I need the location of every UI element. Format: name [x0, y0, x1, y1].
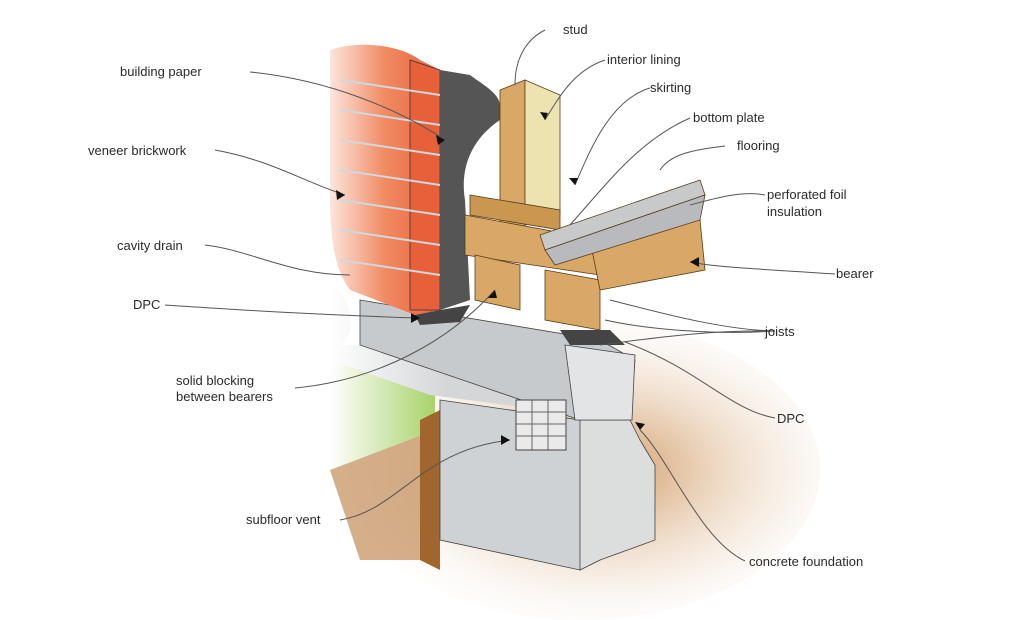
- label-subfloor-vent: subfloor vent: [246, 512, 321, 527]
- label-perforated-foil-1: perforated foil: [767, 187, 847, 202]
- label-stud: stud: [563, 22, 588, 37]
- veneer-brickwork: [330, 44, 441, 315]
- label-building-paper: building paper: [120, 64, 202, 79]
- dpc-right: [560, 330, 625, 345]
- arrowheads: [336, 112, 699, 445]
- label-interior-lining: interior lining: [607, 52, 681, 67]
- subfloor-vent: [515, 399, 567, 451]
- building-paper: [440, 70, 501, 310]
- label-joists: joists: [765, 324, 795, 339]
- label-bearer: bearer: [836, 266, 874, 281]
- label-perforated-foil-2: insulation: [767, 204, 822, 219]
- label-solid-blocking-1: solid blocking: [176, 373, 255, 388]
- label-veneer-brickwork: veneer brickwork: [88, 143, 187, 158]
- label-dpc-right: DPC: [777, 411, 805, 426]
- label-bottom-plate: bottom plate: [693, 110, 765, 125]
- label-skirting: skirting: [650, 80, 692, 95]
- dpc-left: [415, 305, 470, 325]
- timber-frame: [464, 79, 706, 331]
- label-solid-blocking-2: between bearers: [176, 389, 273, 404]
- leader-lines: [164, 29, 836, 562]
- label-flooring: flooring: [737, 138, 780, 153]
- label-concrete-foundation: concrete foundation: [749, 554, 864, 569]
- label-dpc-left: DPC: [133, 297, 161, 312]
- label-cavity-drain: cavity drain: [117, 238, 183, 253]
